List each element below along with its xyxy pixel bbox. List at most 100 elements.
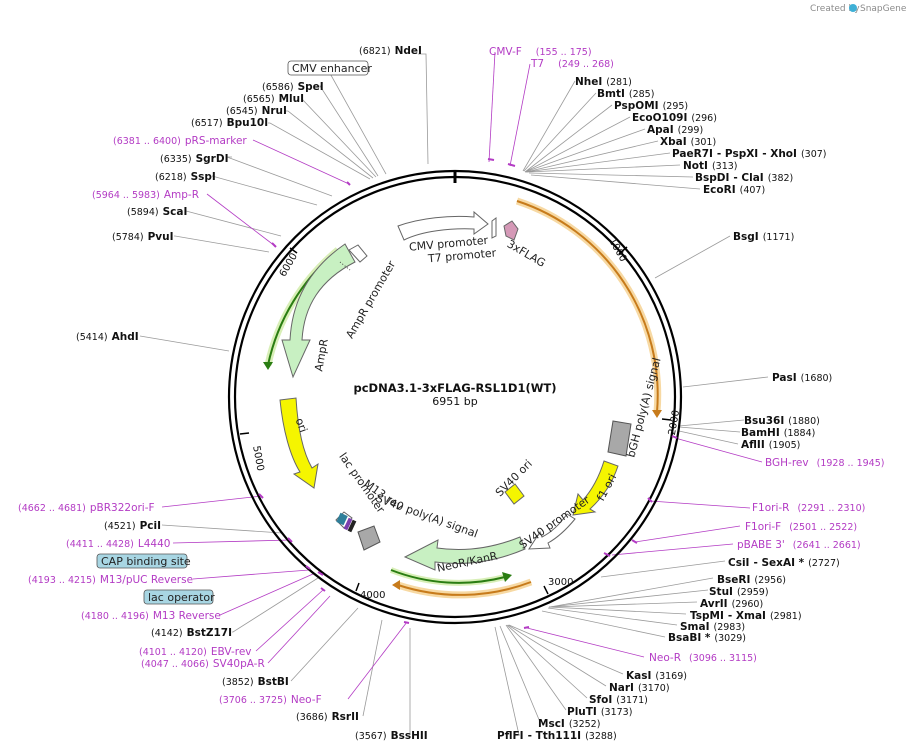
ampr-promoter-arrow bbox=[348, 244, 368, 263]
tick-2000: 2000 bbox=[667, 409, 682, 436]
enzyme-msci[interactable]: MscI(3252) bbox=[538, 718, 600, 730]
enzyme-pspomi[interactable]: PspOMI(295) bbox=[614, 100, 688, 112]
bottom-orange-arrowhead bbox=[392, 580, 400, 590]
leader-lines bbox=[139, 53, 769, 736]
plasmid-name: pcDNA3.1-3xFLAG-RSL1D1(WT) bbox=[353, 381, 556, 395]
lac-operator-label: lac operator bbox=[148, 591, 215, 604]
ori-label: ori bbox=[293, 416, 310, 434]
enzyme-bsu36i[interactable]: Bsu36I(1880) bbox=[744, 415, 820, 427]
enzyme-labels: (6821)NdeI (6586)SpeI (6565)MluI (6545)N… bbox=[76, 45, 840, 742]
enzyme-bstz17i[interactable]: (4142)BstZ17I bbox=[151, 627, 232, 639]
brand-created-by: Created by bbox=[810, 4, 860, 14]
enzyme-aflii[interactable]: AflII(1905) bbox=[741, 439, 800, 451]
enzyme-ndei[interactable]: (6821)NdeI bbox=[359, 45, 422, 57]
primer-f1orir[interactable]: F1ori-R(2291 .. 2310) bbox=[752, 502, 865, 514]
enzyme-sspi[interactable]: (6218)SspI bbox=[155, 171, 216, 183]
sv40-ori-box bbox=[504, 483, 525, 505]
enzyme-ecori[interactable]: EcoRI(407) bbox=[703, 184, 765, 196]
enzyme-kasi[interactable]: KasI(3169) bbox=[626, 670, 687, 682]
cap-site-label: CAP binding site bbox=[101, 555, 191, 568]
tick-4000: 4000 bbox=[360, 590, 385, 601]
enzyme-xbai[interactable]: XbaI(301) bbox=[660, 136, 716, 148]
flag-label: 3xFLAG bbox=[505, 238, 548, 270]
enzyme-bstbi[interactable]: (3852)BstBI bbox=[222, 676, 289, 688]
enzyme-smai[interactable]: SmaI(2983) bbox=[680, 621, 745, 633]
f1-ori-arrow bbox=[572, 460, 619, 516]
lac-promoter-label: lac promoter bbox=[336, 450, 387, 516]
primer-m13rev[interactable]: (4180 .. 4196)M13 Reverse bbox=[81, 610, 221, 622]
enzyme-eco0109i[interactable]: EcoO109I(296) bbox=[632, 112, 717, 124]
enzyme-pvui[interactable]: (5784)PvuI bbox=[112, 231, 174, 243]
primer-cmvf[interactable]: CMV-F(155 .. 175) bbox=[489, 46, 592, 58]
primer-pbabe[interactable]: pBABE 3'(2641 .. 2661) bbox=[737, 539, 861, 551]
enzyme-sgrdi[interactable]: (6335)SgrDI bbox=[160, 153, 228, 165]
enzyme-nari[interactable]: NarI(3170) bbox=[609, 682, 670, 694]
tick-3000: 3000 bbox=[548, 577, 573, 588]
sv40-polya-label: SV40 poly(A) signal bbox=[374, 492, 479, 541]
enzyme-bspdi-clai[interactable]: BspDI- ClaI(382) bbox=[695, 172, 793, 184]
t7-promoter-arrow bbox=[491, 217, 497, 239]
enzyme-nrui[interactable]: (6545)NruI bbox=[226, 105, 287, 117]
primer-labels: CMV-F(155 .. 175) T7(249 .. 268) (6381 .… bbox=[18, 46, 884, 706]
enzyme-tspmi-xmai[interactable]: TspMI- XmaI(2981) bbox=[690, 610, 802, 622]
enzyme-apai[interactable]: ApaI(299) bbox=[647, 124, 703, 136]
enzyme-avrii[interactable]: AvrII(2960) bbox=[700, 598, 763, 610]
primer-ampr[interactable]: (5964 .. 5983)Amp-R bbox=[92, 189, 199, 201]
enzyme-bseri[interactable]: BseRI(2956) bbox=[717, 574, 786, 586]
enzyme-pluti[interactable]: PluTI(3173) bbox=[567, 706, 632, 718]
primer-neof[interactable]: (3706 .. 3725)Neo-F bbox=[219, 694, 322, 706]
primer-leader-lines bbox=[161, 51, 763, 700]
primer-pbr322[interactable]: (4662 .. 4681)pBR322ori-F bbox=[18, 502, 155, 514]
enzyme-rsrii[interactable]: (3686)RsrII bbox=[296, 711, 359, 723]
insert-arc-arrowhead bbox=[652, 410, 662, 418]
cmv-promoter-arrow bbox=[397, 210, 489, 241]
enzyme-pflfi-tth111i[interactable]: PflFI- Tth111I(3288) bbox=[497, 730, 617, 742]
enzyme-scai[interactable]: (5894)ScaI bbox=[127, 206, 187, 218]
enzyme-bsabi[interactable]: BsaBI *(3029) bbox=[668, 632, 746, 644]
primer-prs[interactable]: (6381 .. 6400)pRS-marker bbox=[113, 135, 247, 147]
plasmid-length: 6951 bp bbox=[432, 395, 477, 408]
enzyme-csii-sexai[interactable]: CsiI- SexAI *(2727) bbox=[728, 557, 840, 569]
sv40-promoter-label: SV40 promoter bbox=[517, 493, 593, 552]
primer-ebvrev[interactable]: (4101 .. 4120)EBV-rev bbox=[139, 646, 252, 658]
primer-bghrev[interactable]: BGH-rev(1928 .. 1945) bbox=[765, 457, 884, 469]
primer-t7[interactable]: T7(249 .. 268) bbox=[530, 58, 614, 70]
ampr-label: AmpR bbox=[312, 337, 331, 372]
enzyme-sfoi[interactable]: SfoI(3171) bbox=[589, 694, 648, 706]
cmv-enhancer-label: CMV enhancer bbox=[292, 62, 372, 75]
sv40-polya-box bbox=[357, 525, 381, 551]
primer-m13puc[interactable]: (4193 .. 4215)M13/pUC Reverse bbox=[28, 574, 193, 586]
neor-outer-arrowhead bbox=[502, 572, 512, 582]
primer-l4440[interactable]: (4411 .. 4428)L4440 bbox=[66, 538, 170, 550]
insert-arc bbox=[516, 200, 659, 413]
tick-5000: 5000 bbox=[250, 445, 265, 472]
snapgene-logo-icon bbox=[849, 4, 857, 12]
dotted-mark bbox=[339, 261, 351, 271]
sv40-promoter-arrow bbox=[528, 513, 576, 550]
cmv-enhancer-box: CMV enhancer bbox=[287, 60, 372, 76]
enzyme-stui[interactable]: StuI(2959) bbox=[709, 586, 769, 598]
neor-arrow bbox=[403, 536, 526, 571]
enzyme-noti[interactable]: NotI(313) bbox=[683, 160, 737, 172]
snapgene-brand: Created by SnapGene bbox=[810, 4, 907, 14]
enzyme-bmti[interactable]: BmtI(285) bbox=[597, 88, 654, 100]
enzyme-bsgi[interactable]: BsgI(1171) bbox=[733, 231, 794, 243]
enzyme-bamhi[interactable]: BamHI(1884) bbox=[741, 427, 815, 439]
cap-site-box: CAP binding site bbox=[96, 553, 191, 569]
primer-neor[interactable]: Neo-R(3096 .. 3115) bbox=[649, 652, 757, 664]
enzyme-pcii[interactable]: (4521)PciI bbox=[104, 520, 161, 532]
lac-operator-box: lac operator bbox=[143, 589, 215, 605]
primer-f1orif[interactable]: F1ori-F(2501 .. 2522) bbox=[745, 521, 857, 533]
enzyme-nhei[interactable]: NheI(281) bbox=[575, 76, 632, 88]
enzyme-paer7i-pspxi-xhoi[interactable]: PaeR7I- PspXI- XhoI(307) bbox=[672, 148, 826, 160]
enzyme-ahdi[interactable]: (5414)AhdI bbox=[76, 331, 139, 343]
enzyme-bsshii[interactable]: (3567)BssHII bbox=[355, 730, 428, 742]
enzyme-bpu10i[interactable]: (6517)Bpu10I bbox=[191, 117, 268, 129]
enzyme-mlui[interactable]: (6565)MluI bbox=[243, 93, 304, 105]
ori-arrow bbox=[279, 397, 319, 489]
primer-sv40pa[interactable]: (4047 .. 4066)SV40pA-R bbox=[141, 658, 265, 670]
enzyme-pasi[interactable]: PasI(1680) bbox=[772, 372, 832, 384]
bgh-polya-box bbox=[607, 420, 632, 457]
enzyme-spei[interactable]: (6586)SpeI bbox=[262, 81, 324, 93]
